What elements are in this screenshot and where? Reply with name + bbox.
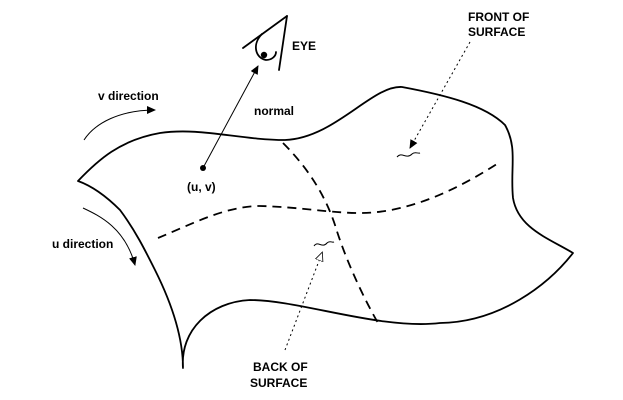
surface-outline — [77, 86, 574, 369]
v-direction-arrow — [83, 106, 156, 141]
back-tilde-mark — [313, 241, 335, 247]
point-label: (u, v) — [187, 180, 216, 194]
v-direction-label: v direction — [98, 89, 159, 103]
eye-icon — [242, 15, 288, 71]
eye-label: EYE — [292, 39, 316, 53]
front-label-line2: SURFACE — [468, 25, 525, 39]
front-label-line1: FRONT OF — [468, 10, 529, 24]
back-label-line2: SURFACE — [250, 376, 307, 390]
u-direction-label: u direction — [52, 237, 113, 251]
u-direction-arrow — [82, 207, 137, 266]
normal-label: normal — [254, 104, 294, 118]
point-marker — [200, 165, 206, 171]
front-tilde-mark — [396, 152, 421, 158]
normal-vector — [202, 65, 259, 169]
isoparametric-line-horizontal — [157, 161, 501, 239]
front-pointer — [409, 41, 471, 149]
back-pointer — [284, 253, 322, 351]
back-label-line1: BACK OF — [253, 360, 308, 374]
isoparametric-line-vertical — [282, 142, 379, 324]
